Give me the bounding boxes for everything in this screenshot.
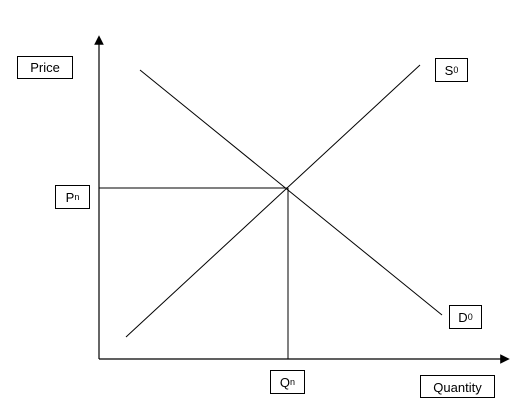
quantity-axis-label: Quantity (420, 375, 495, 398)
demand-curve (139, 69, 443, 316)
price-axis-label: Price (17, 56, 73, 79)
supply-curve (125, 64, 421, 338)
